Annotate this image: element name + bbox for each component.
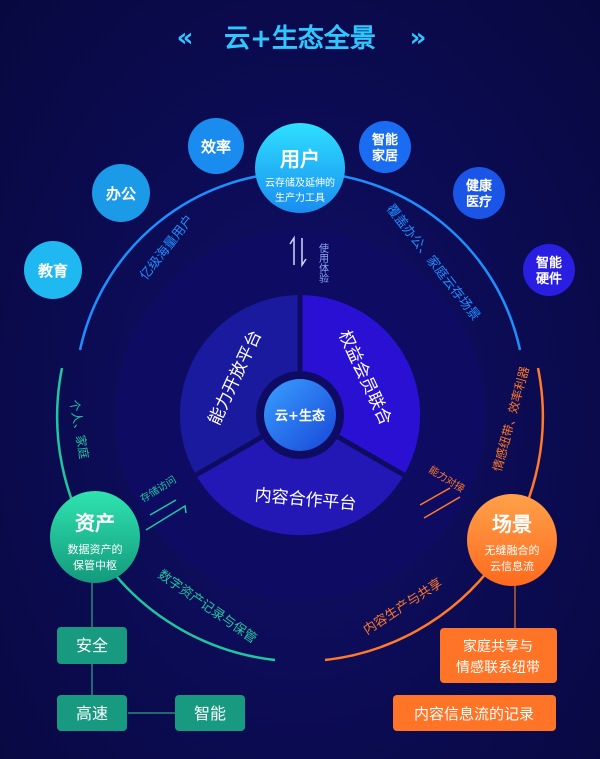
scene-box-content-record: 内容信息流的记录 [393,695,556,731]
platform-ring: 云+生态 能力开放平台 权益会员联合 内容合作平台 [179,294,421,536]
svg-text:办公: 办公 [106,185,136,203]
down-arrow-icon [301,238,307,268]
svg-text:数据资产的: 数据资产的 [68,542,123,556]
svg-text:智能: 智能 [372,132,398,148]
bubble-efficiency: 效率 [188,118,244,174]
svg-text:云存储及延伸的: 云存储及延伸的 [265,176,335,189]
svg-text:智能: 智能 [536,255,562,271]
title-left-deco: « [177,23,194,53]
svg-text:教育: 教育 [37,262,68,280]
svg-text:保管中枢: 保管中枢 [73,558,117,572]
up-arrow-icon [289,235,295,265]
svg-text:家庭共享与: 家庭共享与 [463,638,533,655]
svg-text:云信息流: 云信息流 [490,559,534,573]
arrow-top: 使用体验 [289,235,329,284]
asset-node: 资产 数据资产的 保管中枢 [50,491,140,583]
arrow-top-label: 使用体验 [317,242,329,284]
swap-arrow-icon [419,487,461,519]
title-right-deco: » [410,23,427,53]
swap-arrow-icon [145,504,187,531]
svg-text:内容信息流的记录: 内容信息流的记录 [414,705,534,723]
svg-text:无缝融合的: 无缝融合的 [485,543,540,557]
scene-node: 场景 无缝融合的 云信息流 [467,494,557,586]
svg-text:情感联系纽带: 情感联系纽带 [456,659,540,676]
svg-text:效率: 效率 [201,138,231,156]
svg-text:医疗: 医疗 [466,194,492,210]
svg-text:生产力工具: 生产力工具 [275,191,325,204]
svg-text:资产: 资产 [75,511,115,535]
arc-label-right: 情感纽带、效率利器 [489,365,531,473]
bubble-education: 教育 [24,241,82,299]
svg-text:健康: 健康 [466,178,493,194]
svg-text:高速: 高速 [76,704,108,723]
svg-text:硬件: 硬件 [536,271,562,287]
asset-box-security: 安全 [57,627,127,664]
center-label: 云+生态 [275,408,325,424]
user-node: 用户 云存储及延伸的 生产力工具 [255,123,345,213]
asset-box-smart: 智能 [175,695,245,731]
center-circle [264,379,336,451]
svg-text:用户: 用户 [280,147,320,171]
page-title: 云+生态全景 [224,23,376,54]
svg-text:场景: 场景 [492,512,532,536]
arc-label-left: 个人、家庭 [67,398,92,460]
svg-text:家居: 家居 [372,148,398,164]
svg-text:智能: 智能 [194,704,226,723]
asset-box-speed: 高速 [57,695,127,731]
svg-text:安全: 安全 [76,636,108,655]
bubble-office: 办公 [92,164,150,222]
